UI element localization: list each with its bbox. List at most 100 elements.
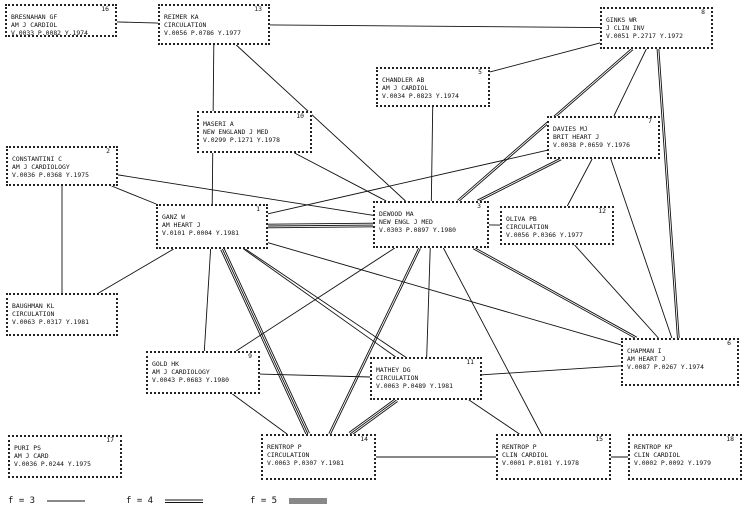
node-stats: V.0038 P.0659 Y.1976: [553, 141, 630, 150]
node-journal: J CLIN INV: [606, 24, 645, 33]
node-journal: BRIT HEART J: [553, 133, 600, 142]
node-stats: V.0036 P.0368 Y.1975: [12, 171, 89, 180]
legend-f4-label: f = 4: [126, 496, 154, 506]
edge-stroke: [245, 248, 520, 435]
edge-13-8: [269, 24, 601, 29]
node-stats: V.0063 P.0307 Y.1981: [267, 459, 344, 468]
edge-stroke: [477, 159, 562, 203]
node-author: OLIVA PB: [506, 215, 537, 223]
edge-stroke: [259, 373, 371, 378]
edge-stroke: [267, 222, 373, 225]
node-journal: AM HEART J: [627, 355, 666, 364]
edge-5-3: [430, 106, 434, 202]
node-number: 1: [256, 205, 260, 213]
edge-stroke: [472, 248, 637, 340]
edge-stroke: [658, 48, 680, 338]
node-stats: V.0087 P.0267 Y.1974: [627, 363, 704, 372]
legend-f5: f = 5: [250, 496, 327, 506]
node-number: 5: [478, 68, 482, 76]
node-journal: CIRCULATION: [376, 374, 419, 383]
node-author: CHANDLER AB: [382, 76, 425, 84]
node-stats: V.0056 P.0366 Y.1977: [506, 231, 583, 240]
edge-stroke: [267, 224, 374, 227]
node-stats: V.0063 P.0489 Y.1981: [376, 382, 453, 391]
node-journal: AM J CARDIOL: [11, 21, 58, 30]
edge-8-6: [656, 48, 680, 339]
node-stats: V.0036 P.0244 Y.1975: [14, 460, 91, 469]
node-journal: CIRCULATION: [12, 310, 55, 319]
edge-11-14: [348, 398, 398, 436]
edge-stroke: [481, 365, 622, 376]
edge-12-6: [574, 244, 659, 339]
edge-7-3: [476, 157, 562, 203]
edge-stroke: [430, 106, 434, 202]
node-stats: V.0063 P.0317 Y.1981: [12, 318, 89, 327]
legend-f3-label: f = 3: [8, 496, 36, 506]
edge-8-7: [613, 48, 647, 117]
node-number: 7: [648, 117, 652, 125]
edge-stroke: [268, 226, 374, 229]
node-number: 2: [106, 147, 110, 155]
node-journal: CIRCULATION: [506, 223, 549, 232]
node-author: RENTROP KP: [634, 443, 673, 451]
edge-3-15: [442, 247, 542, 435]
edge-stroke: [223, 248, 310, 434]
edge-2-1: [111, 185, 157, 205]
edge-stroke: [117, 174, 374, 216]
edge-stroke: [613, 48, 647, 117]
edge-stroke: [566, 158, 593, 207]
node-number: 12: [598, 207, 606, 215]
edge-layer: [61, 21, 680, 458]
edge-stroke: [267, 149, 548, 215]
node-number: 16: [101, 5, 109, 13]
edge-1-15: [245, 248, 520, 435]
edge-11-6: [481, 365, 622, 376]
node-author: DEWOOD MA: [379, 210, 414, 218]
edge-stroke: [328, 247, 420, 434]
edge-stroke: [476, 157, 561, 201]
edge-9-11: [259, 373, 371, 378]
node-stats: V.0034 P.0823 Y.1974: [382, 92, 459, 101]
node-author: BAUGHMAN KL: [12, 302, 55, 310]
edge-stroke: [203, 248, 212, 352]
node-stats: V.0056 P.0786 Y.1977: [164, 29, 241, 38]
node-author: BRESNAHAN GF: [11, 13, 58, 21]
edge-stroke: [656, 49, 678, 339]
node-journal: AM J CARD: [14, 452, 49, 461]
edge-stroke: [458, 49, 634, 203]
edge-1-11: [243, 248, 396, 358]
edge-stroke: [457, 47, 633, 201]
node-author: RENTROP P: [267, 443, 302, 451]
node-number: 18: [726, 435, 734, 443]
node-journal: NEW ENGLAND J MED: [203, 128, 269, 137]
edge-1-3: [267, 222, 374, 229]
edge-stroke: [489, 42, 601, 73]
edge-stroke: [350, 401, 398, 436]
node-author: RENTROP P: [502, 443, 537, 451]
edge-3-6: [472, 246, 638, 340]
legend-f3: f = 3: [8, 496, 85, 506]
node-author: REIMER KA: [164, 13, 199, 21]
node-author: GOLD HK: [152, 360, 179, 368]
node-number: 3: [477, 202, 481, 210]
edge-stroke: [348, 398, 396, 433]
edge-stroke: [330, 248, 421, 435]
edge-8-5: [489, 42, 601, 73]
edge-stroke: [243, 248, 396, 358]
edge-stroke: [111, 185, 157, 205]
node-stats: V.0033 P.0082 Y.1974: [11, 29, 88, 38]
edge-16-13: [116, 21, 159, 24]
node-stats: V.0002 P.0092 Y.1979: [634, 459, 711, 468]
edge-stroke: [98, 248, 174, 294]
legend-f5-swatch: [288, 497, 327, 505]
